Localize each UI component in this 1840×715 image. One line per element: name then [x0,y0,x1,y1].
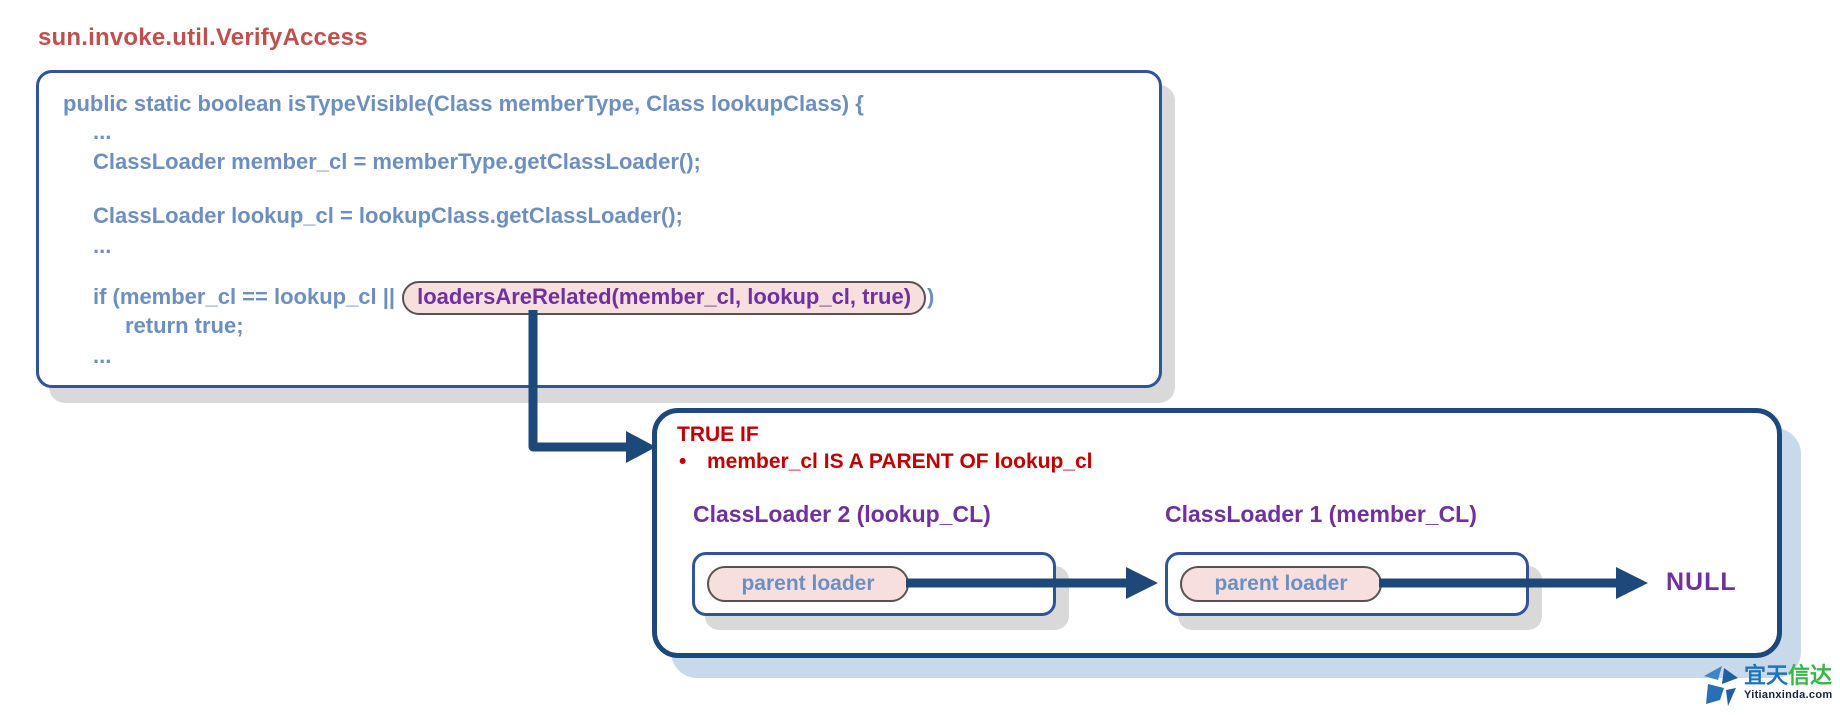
logo-name-green: 信达 [1788,663,1833,688]
logo-text: 宜天信达 Yitianxinda.com [1744,664,1833,702]
callout-heading: TRUE IF [677,423,759,446]
logo-domain: Yitianxinda.com [1744,689,1833,701]
classloader1-box: parent loader [1165,552,1529,616]
logo-name-cn: 宜天信达 [1744,664,1832,688]
if-prefix: if (member_cl == lookup_cl || [93,284,396,309]
code-box: public static boolean isTypeVisible(Clas… [36,70,1162,388]
classloader1-label: ClassLoader 1 (member_CL) [1165,501,1477,527]
logo-name-blue: 宜天 [1744,663,1789,688]
code-line-lookup-cl: ClassLoader lookup_cl = lookupClass.getC… [93,203,683,228]
null-label: NULL [1666,568,1737,596]
code-line-if: if (member_cl == lookup_cl ||loadersAreR… [93,281,934,315]
code-line-ellipsis-3: ... [93,343,112,368]
page-title: sun.invoke.util.VerifyAccess [38,24,368,51]
code-line-return: return true; [125,313,244,338]
bullet-text: member_cl IS A PARENT OF lookup_cl [707,450,1093,473]
loaders-are-related-highlight: loadersAreRelated(member_cl, lookup_cl, … [402,281,927,315]
code-line-ellipsis-1: ... [93,119,112,144]
bullet-marker: • [679,450,687,473]
parent-loader-pill-1: parent loader [707,566,909,602]
classloader2-box: parent loader [692,552,1056,616]
true-if-callout-box: TRUE IF • member_cl IS A PARENT OF lookup… [652,408,1782,658]
classloader2-label: ClassLoader 2 (lookup_CL) [693,501,991,527]
callout-bullet: • member_cl IS A PARENT OF lookup_cl [679,450,1092,474]
code-line-member-cl: ClassLoader member_cl = memberType.getCl… [93,149,701,174]
code-line-ellipsis-2: ... [93,233,112,258]
logo-pinwheel-icon [1698,664,1742,710]
code-line-signature: public static boolean isTypeVisible(Clas… [63,91,864,116]
yitianxinda-logo: 宜天信达 Yitianxinda.com [1698,664,1840,714]
if-suffix: ) [927,284,935,309]
parent-loader-pill-2: parent loader [1180,566,1382,602]
